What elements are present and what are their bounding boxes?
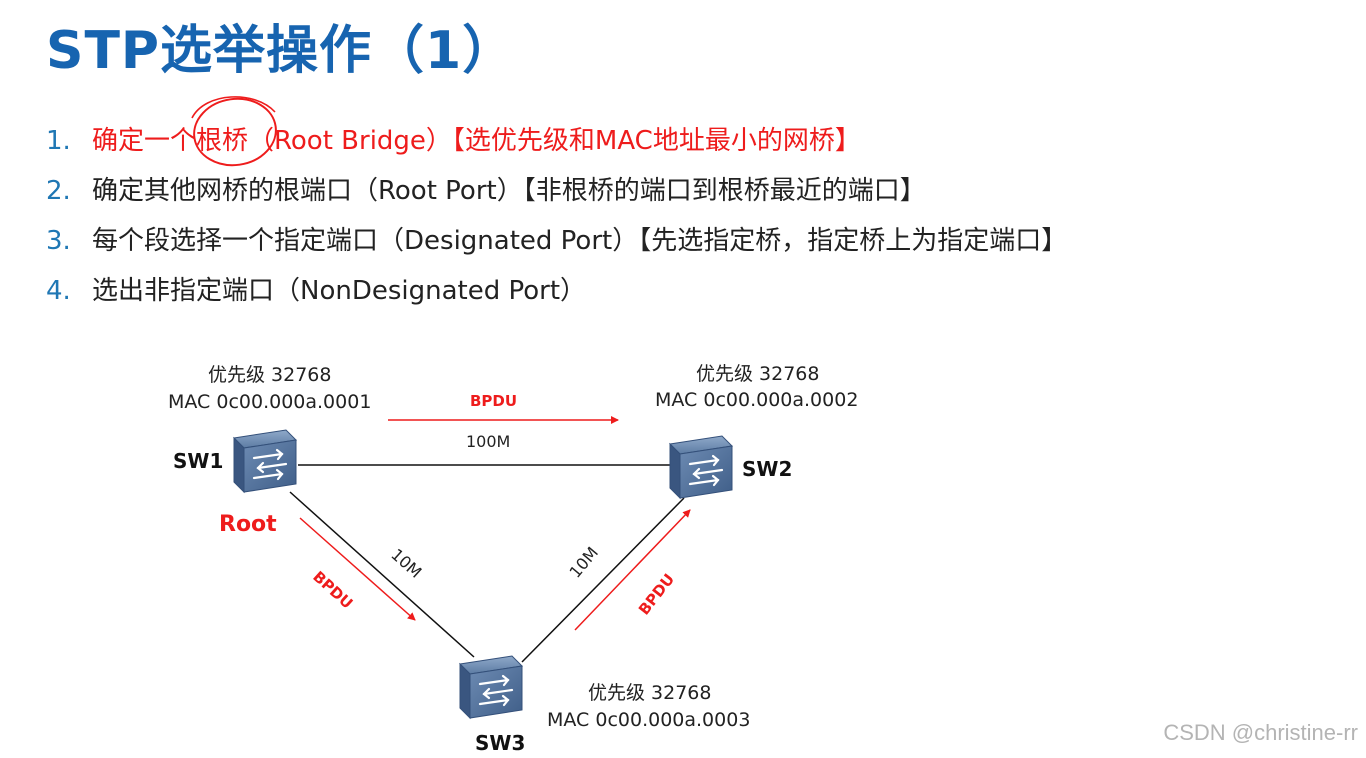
step-2: 2. 确定其他网桥的根端口（Root Port）【非根桥的端口到根桥最近的端口】 [46, 166, 1067, 216]
step-text: 每个段选择一个指定端口（Designated Port）【先选指定桥，指定桥上为… [92, 226, 1068, 256]
step-text: 选出非指定端口（NonDesignated Port） [92, 276, 587, 306]
bpdu-arrow-sw3-sw2 [574, 509, 691, 631]
sw1-name: SW1 [173, 449, 223, 473]
sw3-priority: 优先级 32768 [588, 682, 711, 704]
page-title: STP选举操作（1） [46, 21, 516, 81]
root-label: Root [219, 512, 277, 537]
bpdu-label-top: BPDU [470, 392, 517, 410]
sw1-mac: MAC 0c00.000a.0001 [168, 391, 371, 413]
step-number: 3. [46, 226, 71, 256]
sw3-mac: MAC 0c00.000a.0003 [547, 709, 750, 731]
sw2-name: SW2 [742, 457, 792, 481]
switch-sw1: 优先级 32768 MAC 0c00.000a.0001 SW1 Root [168, 364, 371, 537]
bpdu-arrow-sw1-sw3 [299, 517, 416, 621]
step-list: 1. 确定一个根桥（Root Bridge）【选优先级和MAC地址最小的网桥】 2… [46, 116, 1067, 316]
step-text: 确定一个根桥（Root Bridge）【选优先级和MAC地址最小的网桥】 [92, 126, 861, 156]
step-number: 4. [46, 276, 71, 306]
step-1: 1. 确定一个根桥（Root Bridge）【选优先级和MAC地址最小的网桥】 [46, 116, 1067, 166]
step-4: 4. 选出非指定端口（NonDesignated Port） [46, 266, 1067, 316]
link-speed-left: 10M [387, 545, 425, 582]
link-speed-top: 100M [466, 432, 510, 451]
annotation-circle [193, 97, 277, 167]
sw2-mac: MAC 0c00.000a.0002 [655, 389, 858, 411]
step-number: 2. [46, 176, 71, 206]
sw2-priority: 优先级 32768 [696, 363, 819, 385]
link-speed-right: 10M [566, 543, 603, 581]
link-sw1-sw3 [289, 491, 475, 658]
sw1-priority: 优先级 32768 [208, 364, 331, 386]
bpdu-label-right: BPDU [635, 570, 678, 618]
switch-sw3: 优先级 32768 MAC 0c00.000a.0003 SW3 [458, 654, 750, 755]
step-number: 1. [46, 126, 71, 156]
link-sw3-sw2 [521, 497, 685, 663]
step-text: 确定其他网桥的根端口（Root Port）【非根桥的端口到根桥最近的端口】 [92, 176, 926, 206]
annotation-stroke [191, 96, 276, 119]
step-3: 3. 每个段选择一个指定端口（Designated Port）【先选指定桥，指定桥… [46, 216, 1067, 266]
watermark: CSDN @christine-rr [1163, 720, 1358, 745]
switch-sw2: 优先级 32768 MAC 0c00.000a.0002 SW2 [655, 363, 858, 500]
bpdu-label-left: BPDU [309, 568, 356, 613]
sw3-name: SW3 [475, 731, 525, 755]
